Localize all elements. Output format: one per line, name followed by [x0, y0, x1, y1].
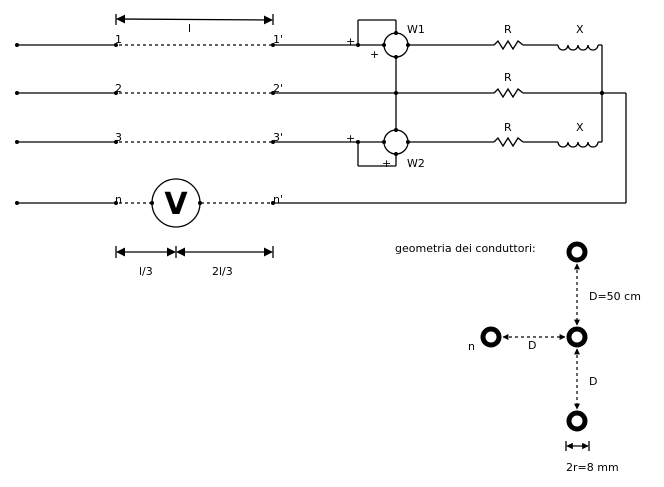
spacing-horizontal-label: D — [528, 339, 536, 352]
spacing-vertical-label: D=50 cm — [589, 290, 641, 303]
r1-label: R — [504, 23, 512, 36]
r3-label: R — [504, 121, 512, 134]
voltmeter-label: V — [164, 187, 188, 222]
terminal-2p-label: 2' — [273, 82, 283, 95]
resistor-3 — [493, 136, 524, 148]
segment-dimensions: l/3 2l/3 — [115, 246, 274, 278]
line-3: 3 3' — [15, 131, 384, 144]
line-1: 1 1' — [15, 33, 384, 47]
conductor-bottom — [566, 410, 588, 432]
terminal-1-label: 1 — [115, 33, 122, 46]
spacing-lower-label: D — [589, 375, 597, 388]
voltmeter: V — [150, 178, 202, 228]
length-label: l — [188, 22, 191, 35]
w2-label: W2 — [407, 157, 425, 170]
conductor-geometry: geometria dei conduttori: n D=50 cm D D … — [395, 241, 641, 474]
load-phase-3: R X — [493, 121, 602, 148]
inductor-1 — [557, 44, 599, 51]
conductor-neutral — [480, 326, 502, 348]
terminal-n-label: n — [115, 193, 122, 206]
w2-plus-voltage: + — [382, 157, 391, 170]
inductor-3 — [557, 141, 599, 148]
wattmeter-w1: W1 + + — [346, 19, 494, 130]
terminal-np-label: n' — [273, 193, 283, 206]
terminal-3-label: 3 — [115, 131, 122, 144]
segment-label-l3: l/3 — [139, 265, 153, 278]
terminal-2-label: 2 — [115, 82, 122, 95]
w1-plus-voltage: + — [370, 48, 379, 61]
x1-label: X — [576, 23, 584, 36]
diameter-label: 2r=8 mm — [566, 461, 619, 474]
line-neutral: n n' — [15, 92, 627, 206]
x3-label: X — [576, 121, 584, 134]
w1-plus-current: + — [346, 35, 355, 48]
wattmeter-w2: W2 + + — [346, 128, 494, 170]
conductor-middle — [566, 326, 588, 348]
r2-label: R — [504, 71, 512, 84]
neutral-conductor-label: n — [468, 340, 475, 353]
w2-plus-current: + — [346, 132, 355, 145]
segment-label-2l3: 2l/3 — [212, 265, 233, 278]
w1-label: W1 — [407, 23, 425, 36]
resistor-1 — [493, 39, 524, 51]
line-2: 2 2' — [15, 82, 494, 95]
conductor-top — [566, 241, 588, 263]
terminal-3p-label: 3' — [273, 131, 283, 144]
resistor-2 — [493, 87, 524, 99]
geometry-title: geometria dei conduttori: — [395, 242, 536, 255]
load-phase-2: R — [493, 71, 605, 99]
terminal-1p-label: 1' — [273, 33, 283, 46]
length-dimension: l — [115, 14, 274, 35]
